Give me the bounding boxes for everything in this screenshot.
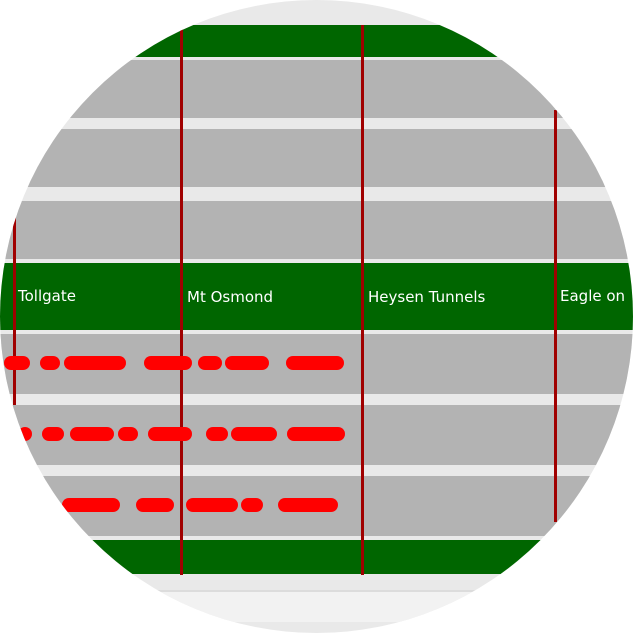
trip-marker[interactable] (4, 356, 30, 370)
track-row-3[interactable] (0, 201, 633, 259)
trip-marker[interactable] (198, 356, 222, 370)
trip-marker[interactable] (64, 356, 126, 370)
trip-marker[interactable] (186, 498, 238, 512)
trip-marker[interactable] (136, 498, 174, 512)
trip-marker[interactable] (241, 498, 263, 512)
stop-label-mt-osmond: Mt Osmond (187, 288, 274, 306)
trip-marker[interactable] (148, 427, 192, 441)
stop-divider-heysen-tunnels (361, 25, 364, 575)
trip-marker[interactable] (144, 356, 192, 370)
green-band-bottom (0, 540, 633, 574)
trip-marker[interactable] (206, 427, 228, 441)
trip-marker[interactable] (287, 427, 345, 441)
track-row-1[interactable] (0, 60, 633, 118)
stop-divider-eagle-on (554, 110, 557, 522)
green-band-top (0, 25, 633, 57)
trip-marker[interactable] (62, 498, 120, 512)
trip-marker[interactable] (70, 427, 114, 441)
trip-marker[interactable] (118, 427, 138, 441)
trip-marker[interactable] (18, 427, 32, 441)
trip-marker[interactable] (278, 498, 338, 512)
trip-marker[interactable] (225, 356, 269, 370)
trip-marker[interactable] (40, 356, 60, 370)
stop-label-eagle-on: Eagle on (560, 287, 626, 305)
stop-divider-tollgate (13, 205, 16, 405)
trip-marker[interactable] (286, 356, 344, 370)
bottom-scroll-strip[interactable] (0, 590, 633, 622)
stop-label-tollgate: Tollgate (18, 287, 76, 305)
track-row-2[interactable] (0, 129, 633, 187)
trip-marker[interactable] (231, 427, 277, 441)
trip-marker[interactable] (42, 427, 64, 441)
stop-divider-mt-osmond (180, 25, 183, 575)
stops-header: Tollgate Mt Osmond Heysen Tunnels Eagle … (0, 263, 633, 330)
stop-label-heysen-tunnels: Heysen Tunnels (368, 288, 486, 306)
